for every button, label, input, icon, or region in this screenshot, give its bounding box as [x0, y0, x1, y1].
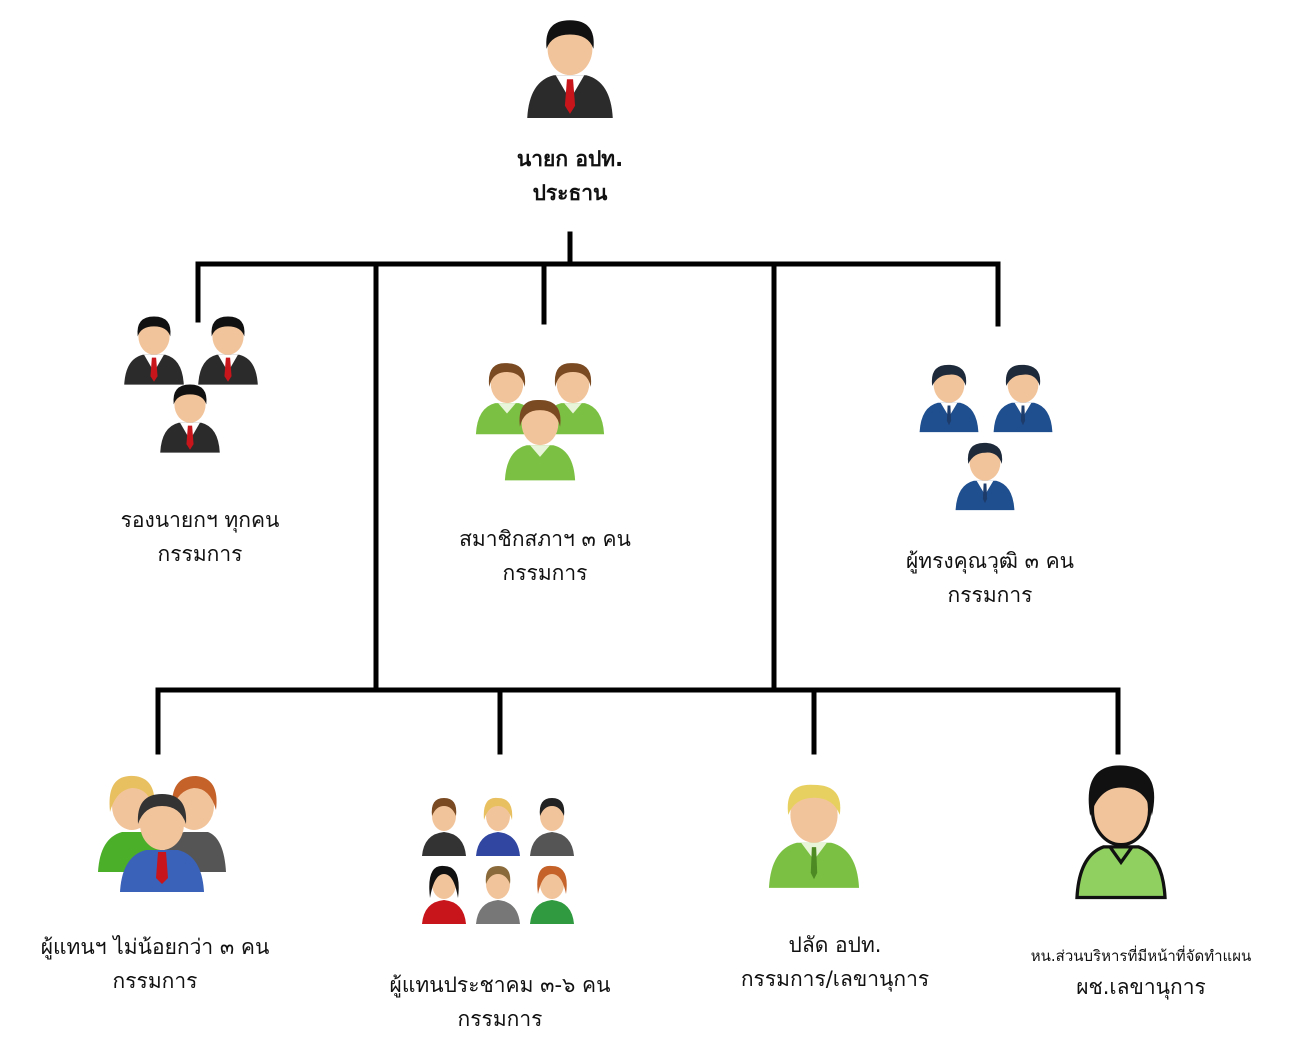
experts-name: ผู้ทรงคุณวุฒิ ๓ คน	[905, 549, 1075, 573]
planning-head-role: ผช.เลขานุการ	[1076, 975, 1206, 999]
root-name: นายก อปท.	[516, 147, 624, 171]
dark-hair-man-icon	[1075, 765, 1167, 900]
blonde-man-icon	[768, 784, 860, 888]
planning-head-name: หน.ส่วนบริหารที่มีหน้าที่จัดทำแผน	[1030, 947, 1252, 965]
businessman-icon	[515, 8, 625, 120]
experts-role: กรรมการ	[947, 583, 1033, 607]
three-blue-men-icon	[919, 364, 1053, 511]
six-people-icon	[422, 797, 574, 924]
council-name: สมาชิกสภาฯ ๓ คน	[459, 527, 631, 551]
community-name: ผู้แทนประชาคม ๓-๖ คน	[389, 973, 611, 997]
vice-mayors-name: รองนายกฯ ทุกคน	[120, 508, 280, 532]
community-role: กรรมการ	[457, 1007, 543, 1031]
representatives-role: กรรมการ	[112, 969, 198, 993]
palad-name: ปลัด อปท.	[788, 933, 882, 957]
green-group-icon	[475, 363, 605, 481]
council-role: กรรมการ	[502, 561, 588, 585]
vice-mayors-role: กรรมการ	[157, 542, 243, 566]
three-businessmen-icon	[124, 316, 258, 453]
colorful-group-icon	[98, 775, 226, 892]
palad-role: กรรมการ/เลขานุการ	[740, 967, 930, 991]
representatives-name: ผู้แทนฯ ไม่น้อยกว่า ๓ คน	[40, 935, 270, 959]
root-role: ประธาน	[532, 181, 608, 205]
